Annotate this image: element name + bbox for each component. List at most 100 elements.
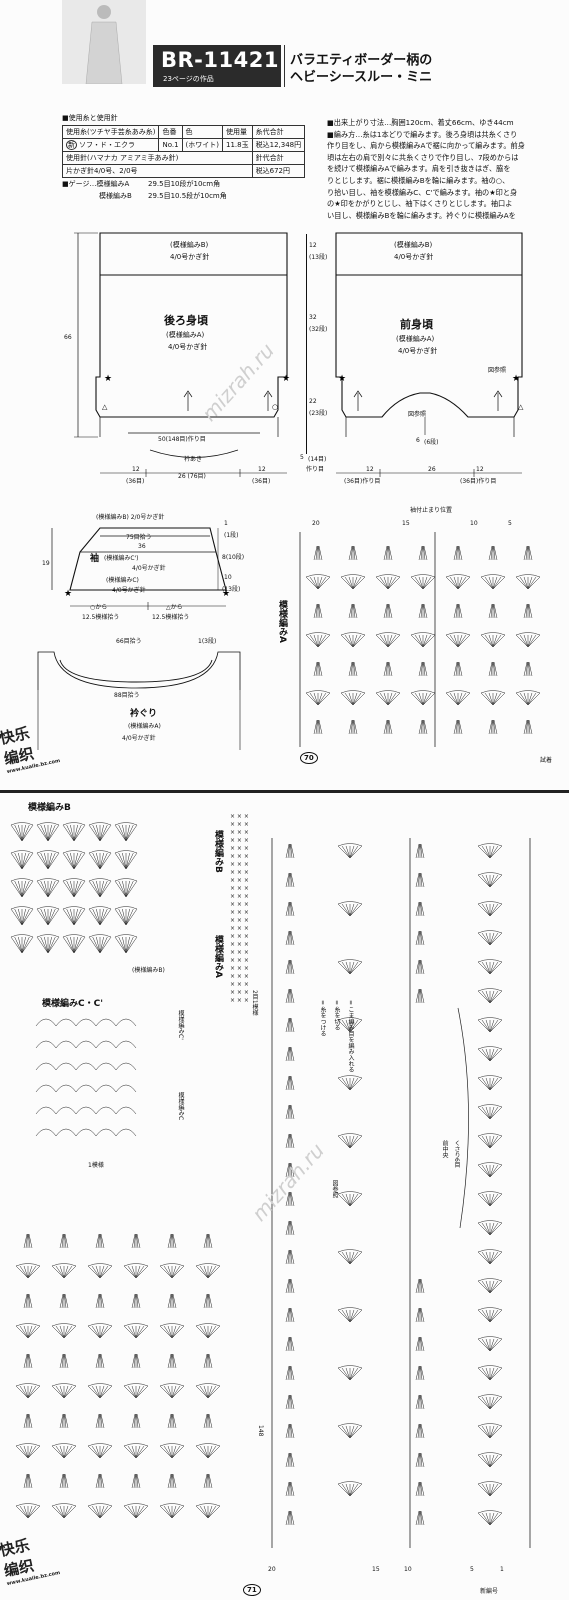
chart-b-fan-4-2 [62, 934, 86, 954]
front-fan-22 [337, 1017, 363, 1033]
chart-b-fan-3-1 [36, 906, 60, 926]
chart-a-fan-35 [305, 690, 331, 706]
front-w-left: 12 [366, 466, 374, 473]
front-fan-69 [337, 1481, 363, 1497]
instructions: ■出来上がり寸法…胸囲120cm、着丈66cm、ゆき44cm ■編み方…糸は1本… [327, 118, 525, 220]
sleeve-pick-right: △から [166, 604, 183, 611]
model-photo-figure [85, 5, 123, 84]
chart-b-fan-4-0 [10, 934, 34, 954]
sleeve-top-pattern: (模様編みB) 2/0号かぎ針 [96, 514, 165, 521]
materials-table: 使用糸(ツチヤ手芸糸あみ糸) 色番 色 使用量 糸代合計 新ソフ・ド・エクラ N… [61, 125, 306, 178]
edge-mark-10: × × × [230, 893, 249, 900]
pattern-source: 23ページの作品 [163, 75, 214, 83]
front-fan-13 [477, 930, 503, 946]
edge-mark-22: × × × [230, 989, 249, 996]
back-top-section: (模様編みB) [170, 241, 209, 249]
edge-mark-15: × × × [230, 933, 249, 940]
chart-c-arch-3-0 [35, 1084, 57, 1093]
chart-a-fan-39 [445, 690, 471, 706]
chart-b-fan-0-2 [62, 822, 86, 842]
front-fan-1 [337, 843, 363, 859]
chart-a-fan-41 [515, 690, 541, 706]
bottom-mark-20: 20 [268, 1566, 276, 1573]
back-star-left-icon: ★ [104, 374, 112, 384]
front-neck-curve [457, 1007, 469, 1229]
back-w-left-st: (36目) [126, 478, 145, 485]
left-fan-5-2 [87, 1383, 113, 1399]
sleeve-star-left-icon: ★ [64, 589, 72, 599]
front-cluster-36 [285, 1191, 295, 1207]
front-fan-67 [477, 1452, 503, 1468]
bottom-row148: 148 [257, 1425, 264, 1437]
back-star-right-icon: ★ [282, 374, 290, 384]
chart-c-arch-3-4 [115, 1084, 137, 1093]
left-fan-9-0 [15, 1503, 41, 1519]
chart-a-cluster-16 [383, 603, 393, 619]
chart-a-fan-22 [340, 632, 366, 648]
chart-mark-20: 20 [312, 520, 320, 527]
chart-b-fan-0-0 [10, 822, 34, 842]
front-fan-6 [477, 872, 503, 888]
bottom-label-b2: 模様編みB [213, 830, 223, 873]
chart-a-fan-24 [410, 632, 436, 648]
front-fan-40 [477, 1220, 503, 1236]
chart-a-cluster-29 [348, 661, 358, 677]
left-fan-3-0 [15, 1323, 41, 1339]
chart-a-fan-7 [305, 574, 331, 590]
left-cluster-0-2 [95, 1233, 105, 1249]
front-cluster-21 [285, 1017, 295, 1033]
page-title: バラエティボーダー柄の ヘビーシースルー・ミニ [290, 53, 433, 85]
neck-bottom-pick: 88目拾う [114, 692, 140, 699]
edge-mark-12: × × × [230, 909, 249, 916]
page-number-top: 70 [300, 752, 318, 764]
page-71 [0, 793, 569, 1600]
front-star-right-icon: ★ [512, 374, 520, 384]
edge-mark-20: × × × [230, 973, 249, 980]
left-fan-3-3 [123, 1323, 149, 1339]
edge-mark-23: × × × [230, 997, 249, 1004]
chart-b-fan-4-3 [88, 934, 112, 954]
chart-b-fan-0-3 [88, 822, 112, 842]
chart-c-arch-1-0 [35, 1040, 57, 1049]
gauge-label: ■ゲージ…模様編みA [62, 180, 130, 188]
chart-a-fan-11 [445, 574, 471, 590]
front-cluster-45 [415, 1278, 425, 1294]
left-fan-5-1 [51, 1383, 77, 1399]
left-fan-5-0 [15, 1383, 41, 1399]
front-fan-48 [337, 1307, 363, 1323]
dim-2: 32 [309, 314, 317, 321]
sleeve-hook2: 4/0号かぎ針 [112, 587, 146, 594]
left-fan-1-1 [51, 1263, 77, 1279]
materials-heading: ■使用糸と使用針 [62, 114, 118, 122]
dim-1-rows: (13段) [309, 254, 328, 261]
front-fan-28 [477, 1075, 503, 1091]
front-fan-17 [477, 959, 503, 975]
left-cluster-6-1 [59, 1413, 69, 1429]
left-fan-9-4 [159, 1503, 185, 1519]
chart-a-fan-27 [515, 632, 541, 648]
edge-mark-16: × × × [230, 941, 249, 948]
front-w-right: 12 [476, 466, 484, 473]
back-w-right-st: (36目) [252, 478, 271, 485]
front-fan-38 [477, 1191, 503, 1207]
back-w-right: 12 [258, 466, 266, 473]
left-cluster-8-1 [59, 1473, 69, 1489]
left-cluster-4-5 [203, 1353, 213, 1369]
sleeve-height: 19 [42, 560, 50, 567]
front-cluster-14 [285, 959, 295, 975]
edge-mark-6: × × × [230, 861, 249, 868]
front-fan-71 [477, 1481, 503, 1497]
chart-c-arch-5-3 [95, 1128, 117, 1137]
chart-b-fan-4-1 [36, 934, 60, 954]
chart-b-fan-3-3 [88, 906, 112, 926]
chart-b-fan-2-4 [114, 878, 138, 898]
edge-mark-13: × × × [230, 917, 249, 924]
chart-a-fan-40 [480, 690, 506, 706]
bottom-label-c-prime: 模様編みC' [177, 1010, 184, 1040]
chart-a-fan-21 [305, 632, 331, 648]
front-cluster-56 [415, 1365, 425, 1381]
sleeve-d-top: 1 [224, 520, 228, 527]
left-cluster-2-5 [203, 1293, 213, 1309]
left-fan-9-1 [51, 1503, 77, 1519]
chart-c-arch-1-2 [75, 1040, 97, 1049]
